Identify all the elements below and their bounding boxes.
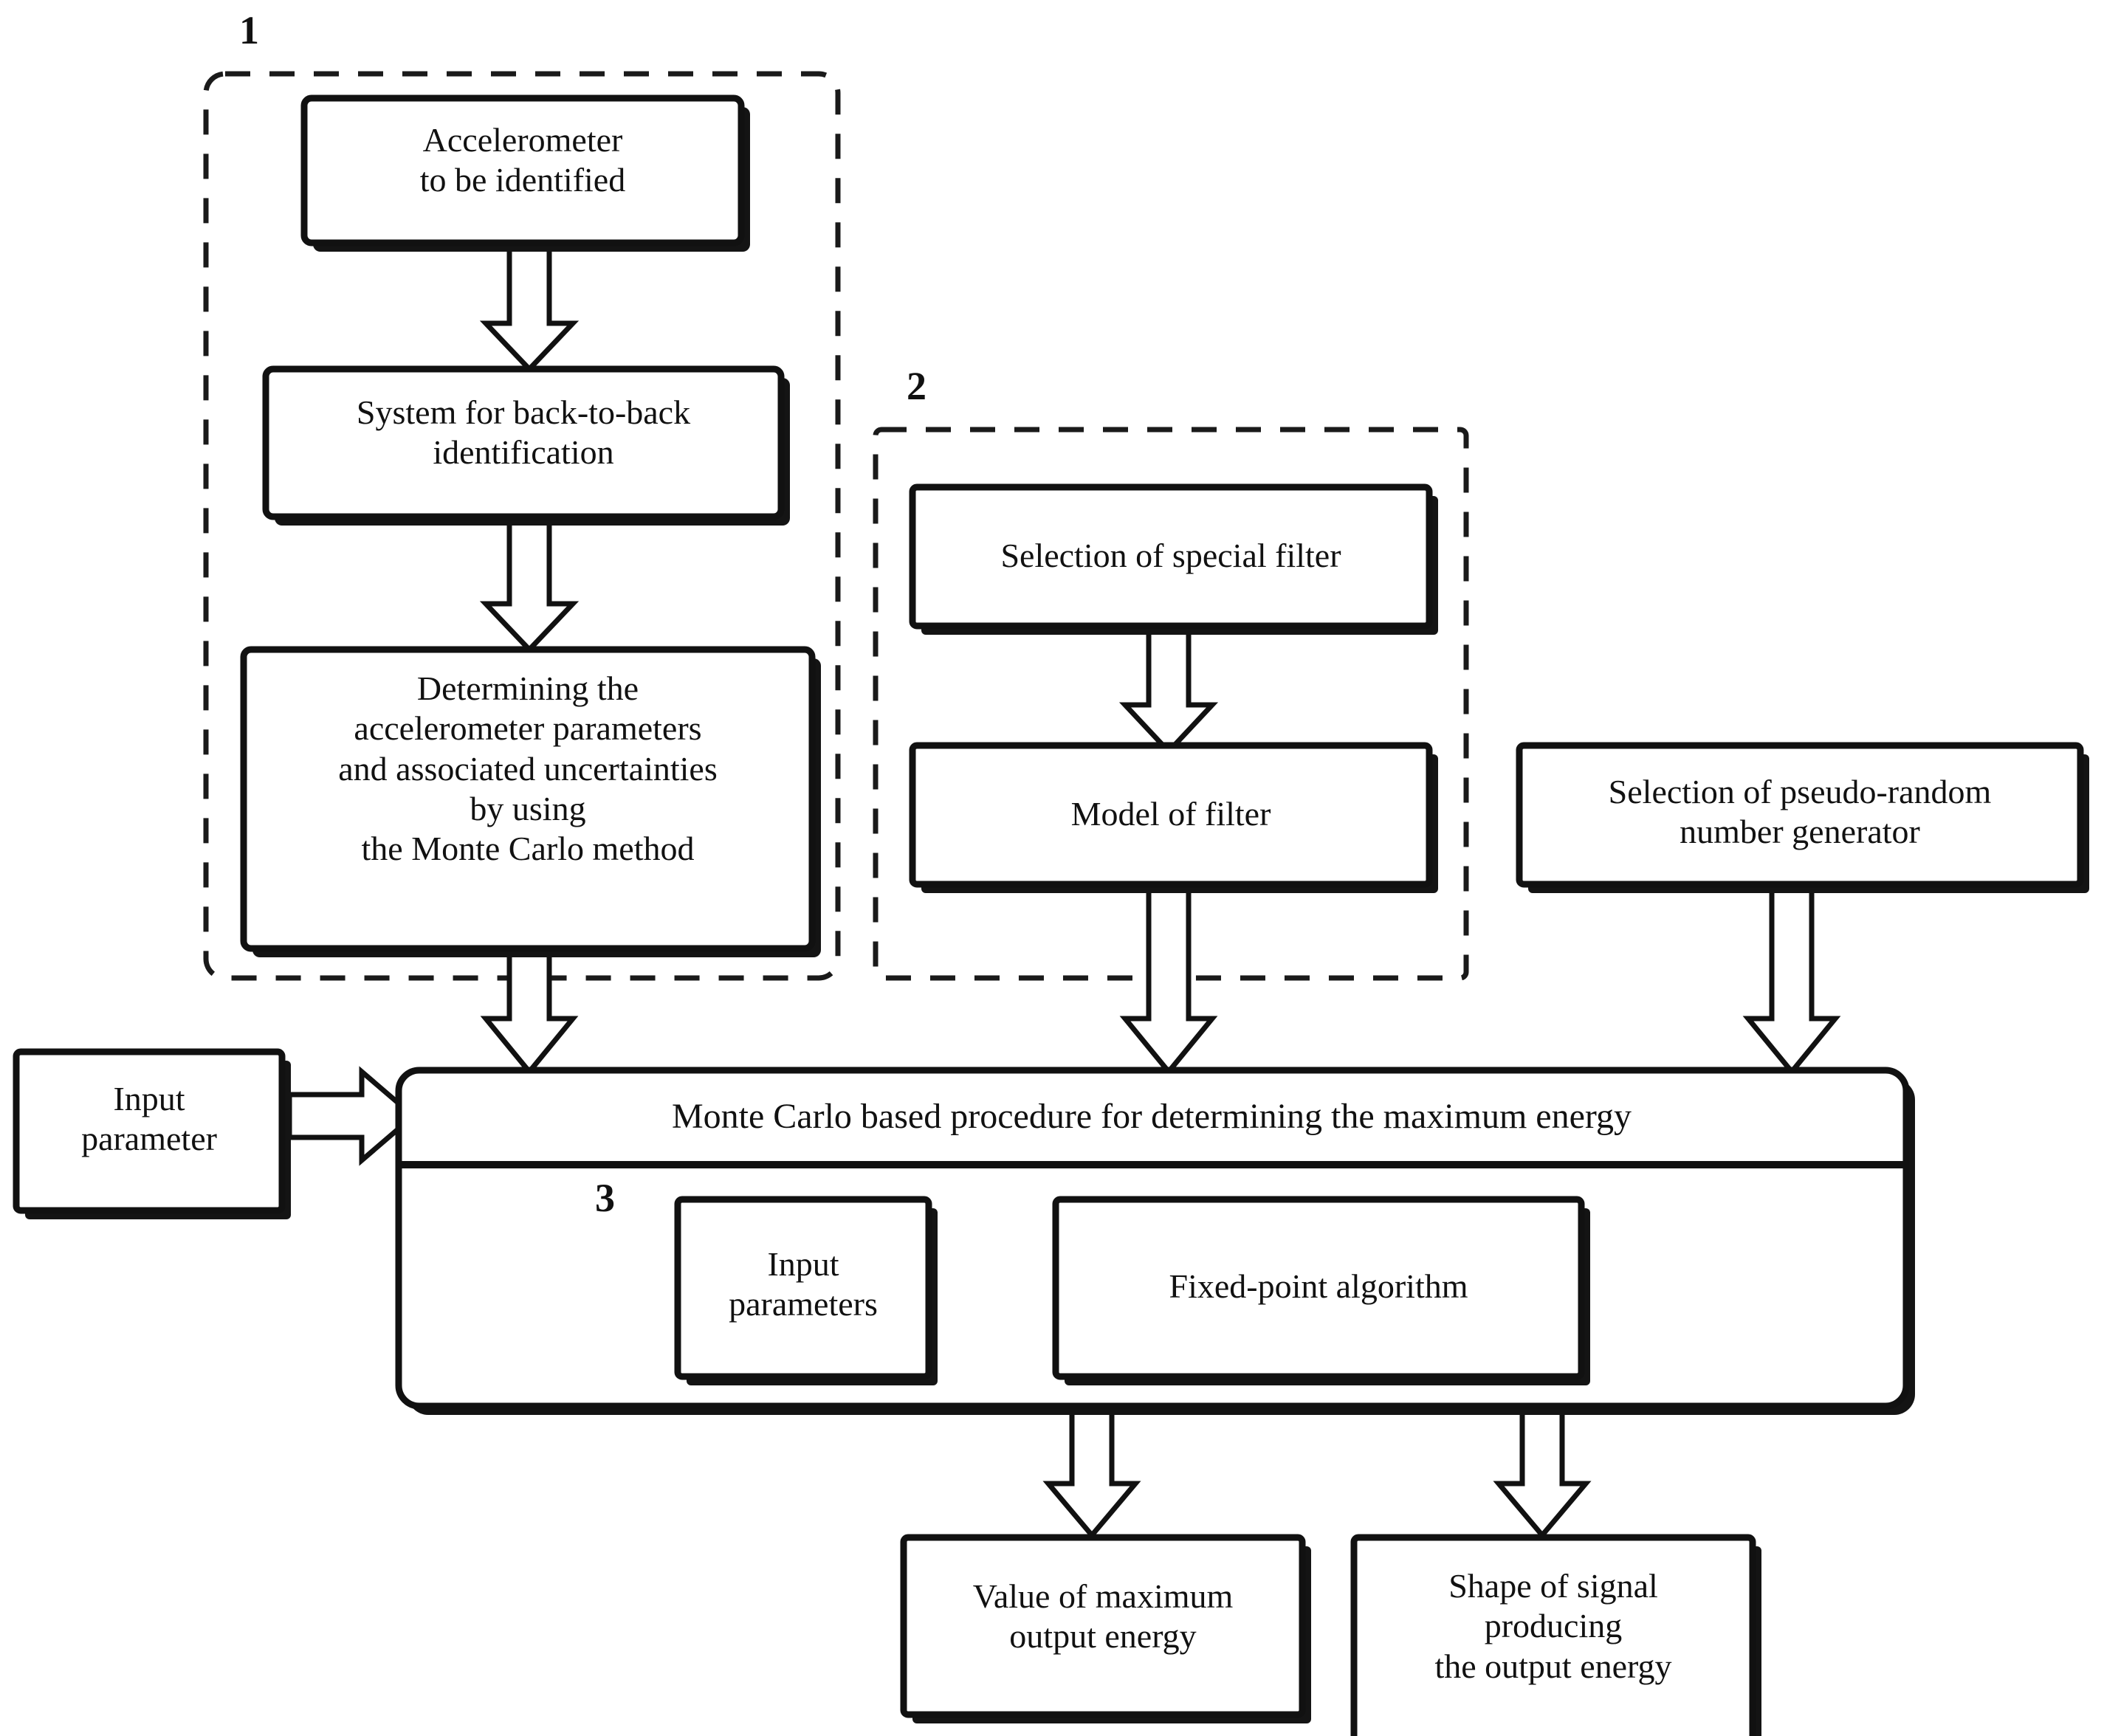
prng-box [1516, 742, 2084, 888]
valuemaxenergy-box [900, 1534, 1306, 1718]
arrow-backtoback-to-determining [479, 514, 580, 654]
determining-box [240, 646, 816, 952]
group-label-2: 2 [907, 364, 926, 408]
inputparameters-box [674, 1196, 932, 1380]
specialfilter-box [909, 483, 1433, 630]
modelfilter-box [909, 742, 1433, 888]
arrow-modelfilter-to-montecarlo [1119, 875, 1218, 1076]
arrow-determining-to-montecarlo [480, 946, 579, 1076]
inputparameter-box [13, 1048, 286, 1214]
accelerometer-box [300, 94, 745, 247]
backtoback-box [262, 365, 785, 520]
shapeofsignal-box [1350, 1534, 1756, 1736]
group-label-3: 3 [595, 1176, 615, 1220]
arrow-accelerometer-to-backtoback [479, 241, 580, 373]
arrow-prng-to-montecarlo [1742, 875, 1841, 1076]
arrow-specialfilter-to-modelfilter [1118, 623, 1219, 756]
group-label-1: 1 [239, 8, 259, 52]
fixedpoint-box [1052, 1196, 1585, 1380]
arrow-inputparameter-to-montecarlo [286, 1066, 418, 1166]
